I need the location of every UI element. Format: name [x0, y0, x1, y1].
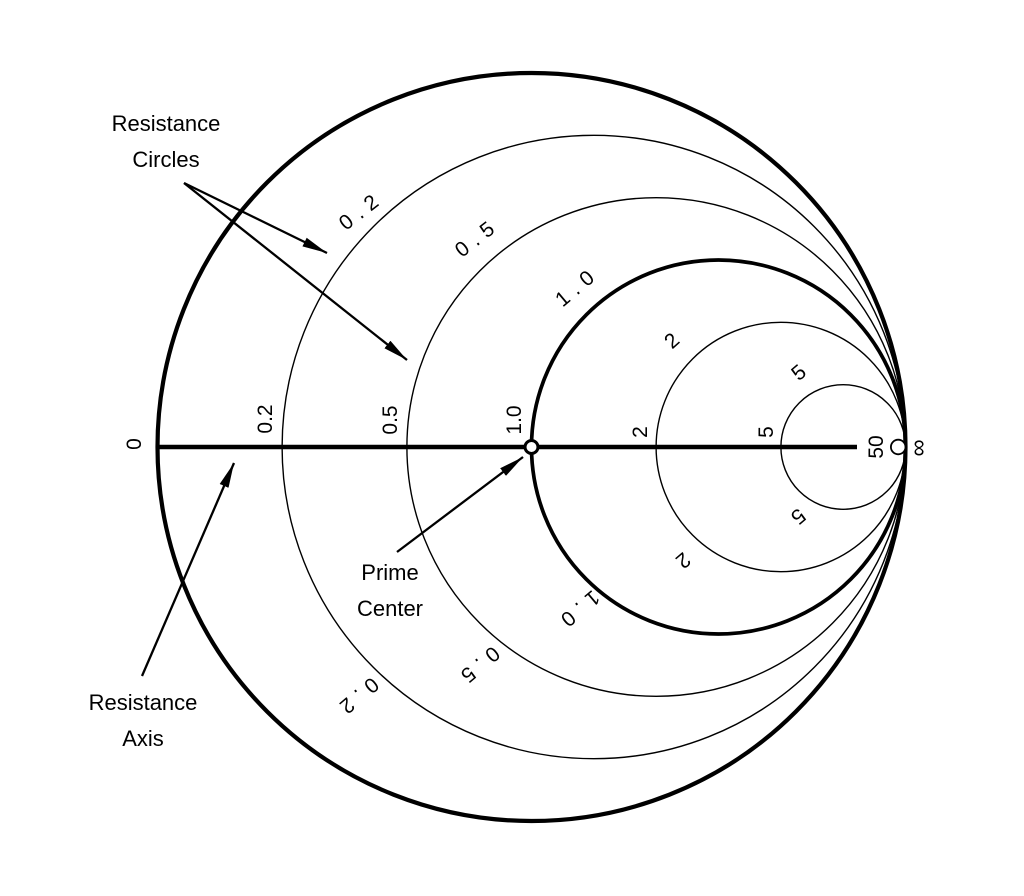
resistance-circles-label-line2: Circles — [132, 147, 200, 172]
resistance-circles-arrow-1 — [183, 181, 328, 255]
prime-center-label: Prime Center — [357, 555, 423, 627]
axis-label-0-2: 0.2 — [254, 404, 277, 434]
prime-center-label-line1: Prime — [361, 560, 419, 585]
resistance-axis-label-line1: Resistance — [88, 690, 198, 715]
resistance-circle-50 — [890, 438, 907, 456]
prime-center-marker — [523, 439, 540, 455]
axis-label-5: 5 — [755, 426, 778, 438]
prime-center-arrow — [396, 456, 524, 553]
resistance-axis-label-line2: Axis — [122, 726, 164, 751]
resistance-circles-label: Resistance Circles — [112, 106, 221, 178]
resistance-circles-label-line1: Resistance — [111, 111, 221, 136]
axis-label-2: 2 — [629, 426, 652, 438]
resistance-axis-label: Resistance Axis — [89, 685, 198, 757]
axis-label-0-5: 0.5 — [379, 405, 402, 435]
resistance-axis-arrow — [140, 462, 236, 677]
resistance-circles-arrow-2 — [183, 182, 408, 361]
axis-label-infinity: ∞ — [905, 439, 932, 457]
axis-label-0: 0 — [123, 438, 146, 450]
axis-label-1-0: 1.0 — [503, 405, 526, 435]
prime-center-label-line2: Center — [356, 596, 424, 621]
axis-label-50: 50 — [865, 435, 888, 459]
